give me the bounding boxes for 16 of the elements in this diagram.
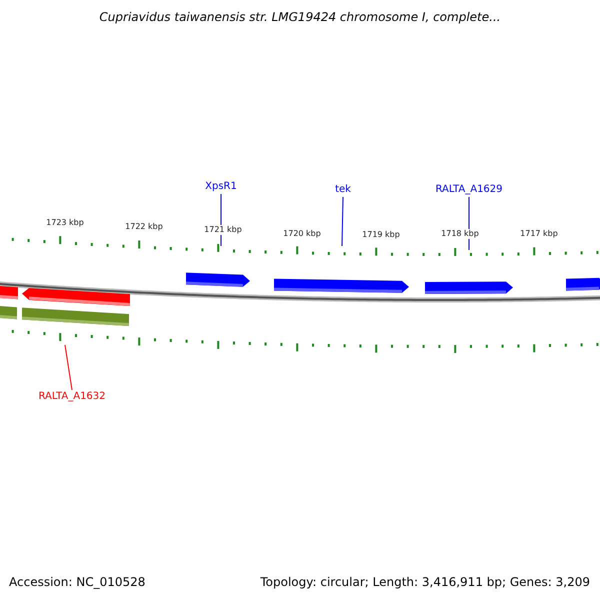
diagram-title: Cupriavidus taiwanensis str. LMG19424 chromosome I, complete... bbox=[98, 10, 502, 24]
scale-label: 1723 kbp bbox=[46, 218, 84, 228]
gene-label: RALTA_A1629 bbox=[435, 184, 503, 196]
leader-line bbox=[64, 344, 72, 390]
gene-label: RALTA_A1632 bbox=[38, 391, 106, 403]
gene-label: tek bbox=[335, 184, 351, 196]
gene-label: XpsR1 bbox=[205, 181, 237, 193]
scale-label: 1720 kbp bbox=[283, 229, 321, 239]
topology-text: Topology: circular; Length: 3,416,911 bp; Genes: 3,209 bbox=[260, 575, 590, 589]
scale-label: 1722 kbp bbox=[125, 222, 163, 232]
accession-text: Accession: NC_010528 bbox=[9, 575, 146, 589]
scale-label: 1717 kbp bbox=[520, 229, 558, 239]
scale-label: 1721 kbp bbox=[204, 225, 242, 235]
leader-line bbox=[342, 196, 344, 246]
scale-label: 1718 kbp bbox=[441, 229, 479, 239]
scale-label: 1719 kbp bbox=[362, 230, 400, 240]
